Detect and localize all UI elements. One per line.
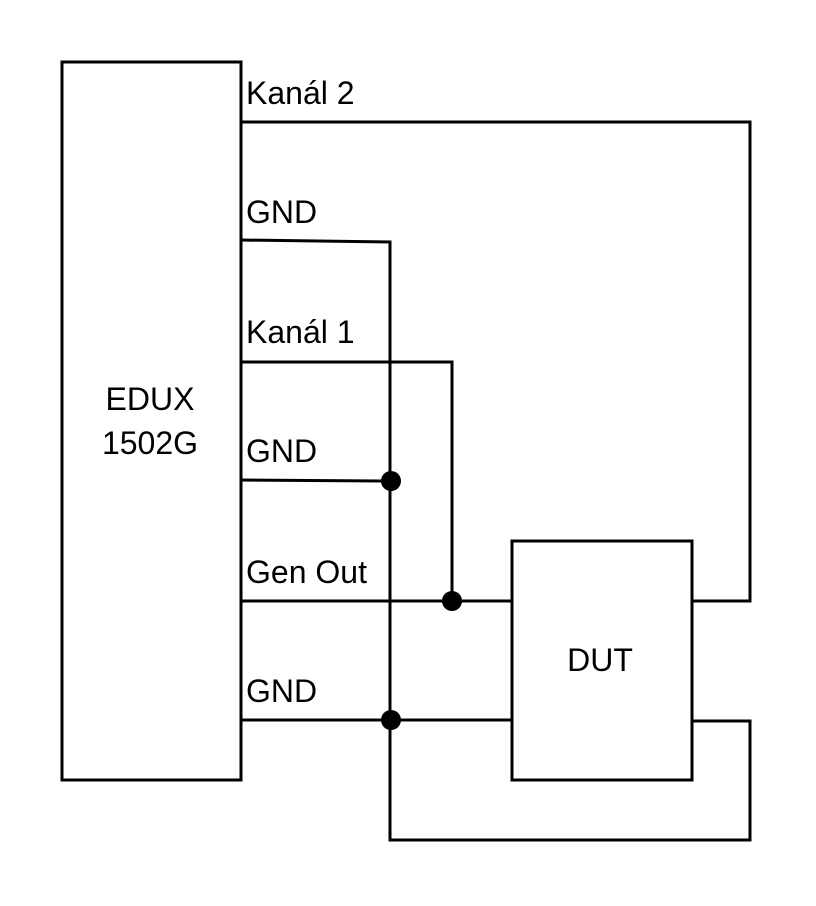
device-name-line2: 1502G <box>102 425 198 461</box>
junction-dot-gnd-3 <box>381 710 401 730</box>
pin-label-gnd-3: GND <box>246 673 317 709</box>
junction-dot-gnd-2 <box>381 471 401 491</box>
pin-label-gen-out: Gen Out <box>246 554 367 590</box>
wire-ground-bus <box>388 240 752 842</box>
device-name-line1: EDUX <box>106 381 195 417</box>
pin-label-gnd-1: GND <box>246 194 317 230</box>
pin-label-channel1: Kanál 1 <box>246 314 355 350</box>
pin-label-gnd-2: GND <box>246 433 317 469</box>
edux-device-box <box>60 60 243 782</box>
wire-gnd-2 <box>239 478 392 483</box>
pin-label-channel2: Kanál 2 <box>246 75 355 111</box>
wire-gnd-1 <box>239 238 392 244</box>
dut-box <box>510 539 694 782</box>
dut-label: DUT <box>567 642 633 678</box>
wire-channel1 <box>239 360 454 603</box>
wire-channel2 <box>239 120 752 603</box>
junction-dot-gen-out <box>442 591 462 611</box>
